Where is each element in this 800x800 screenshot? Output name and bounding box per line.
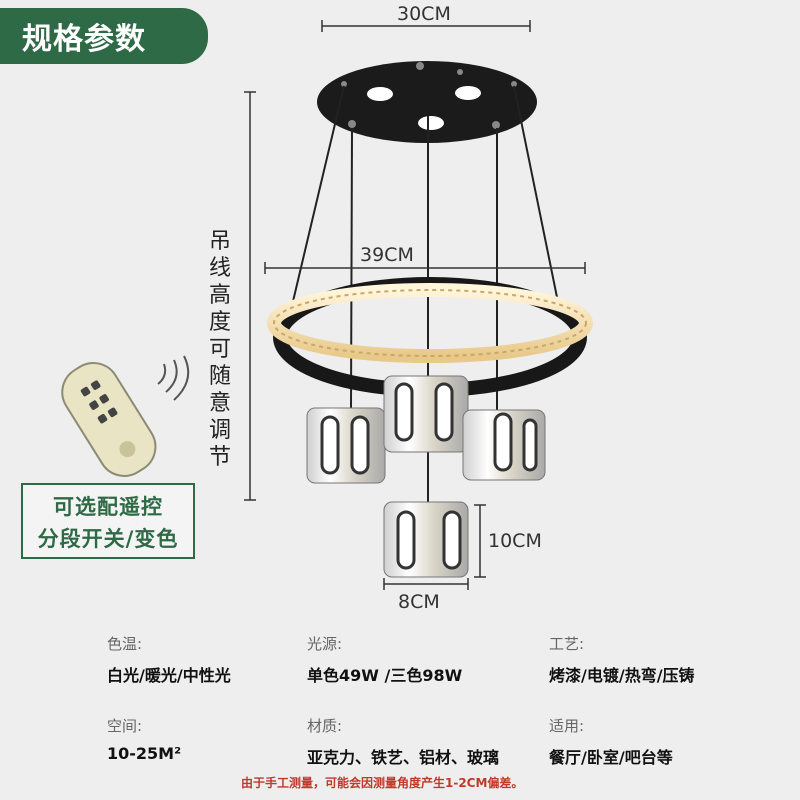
hanging-note-char: 度 xyxy=(208,310,231,335)
top-width-dimension-line xyxy=(321,20,531,32)
spec-label: 光源: xyxy=(307,635,343,653)
spec-value: 10-25M² xyxy=(107,744,182,763)
spec-label: 材质: xyxy=(307,717,343,735)
remote-option-line2: 分段开关/变色 xyxy=(37,527,179,551)
hanging-note-char: 意 xyxy=(208,391,231,416)
ring-width-dimension-line xyxy=(264,262,586,274)
hanging-note-char: 线 xyxy=(208,256,231,281)
crystal-ring xyxy=(267,277,593,397)
hanging-note-char: 可 xyxy=(208,337,231,362)
remote-control-icon xyxy=(61,355,190,477)
hanging-note-char: 高 xyxy=(208,283,231,308)
remote-option-box: 可选配遥控 分段开关/变色 xyxy=(21,483,195,559)
ceiling-canopy xyxy=(317,61,537,143)
spec-value: 白光/暖光/中性光 xyxy=(107,666,231,685)
pendant-shade-center xyxy=(383,375,469,453)
measurement-disclaimer: 由于手工测量，可能会因测量角度产生1-2CM偏差。 xyxy=(241,776,524,790)
spec-craft: 工艺: 烤漆/电镀/热弯/压铸 xyxy=(549,633,695,686)
spec-usage: 适用: 餐厅/卧室/吧台等 xyxy=(549,715,673,768)
ring-width-label: 39CM xyxy=(360,244,414,266)
shade-width-dimension-line xyxy=(383,578,469,590)
spec-label: 工艺: xyxy=(549,635,585,653)
spec-label: 适用: xyxy=(549,717,585,735)
remote-option-line1: 可选配遥控 xyxy=(53,495,163,519)
hanging-height-line xyxy=(244,91,256,501)
page-title: 规格参数 xyxy=(0,8,208,64)
hanging-height-note: 吊线高度可随意调节 xyxy=(205,228,235,471)
spec-value: 亚克力、铁艺、铝材、玻璃 xyxy=(307,748,500,767)
spec-value: 单色49W /三色98W xyxy=(307,666,463,685)
hanging-note-char: 调 xyxy=(208,418,231,443)
pendant-shade-left xyxy=(306,407,386,484)
spec-material: 材质: 亚克力、铁艺、铝材、玻璃 xyxy=(307,715,499,768)
spec-light-source: 光源: 单色49W /三色98W xyxy=(307,633,462,686)
spec-value: 烤漆/电镀/热弯/压铸 xyxy=(549,666,695,685)
spec-color-temperature: 色温: 白光/暖光/中性光 xyxy=(107,633,231,686)
hanging-note-char: 节 xyxy=(208,445,231,470)
spec-label: 色温: xyxy=(107,635,143,653)
spec-value: 餐厅/卧室/吧台等 xyxy=(549,748,673,767)
shade-height-dimension-line xyxy=(474,504,486,578)
top-width-label: 30CM xyxy=(397,3,451,25)
pendant-shade-right xyxy=(462,409,546,481)
shade-width-label: 8CM xyxy=(398,591,440,613)
hanging-note-char: 吊 xyxy=(208,229,231,254)
shade-height-label: 10CM xyxy=(488,530,542,552)
spec-space: 空间: 10-25M² xyxy=(107,715,181,763)
hanging-note-char: 随 xyxy=(208,364,231,389)
pendant-shade-bottom xyxy=(383,501,469,578)
spec-label: 空间: xyxy=(107,717,143,735)
